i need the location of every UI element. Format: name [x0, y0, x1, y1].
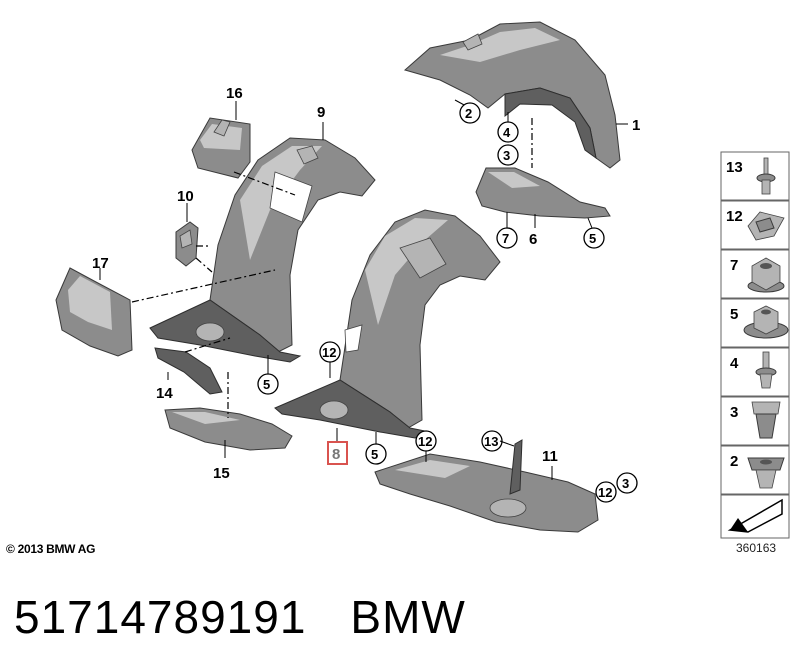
legend-label-3: 3 [730, 404, 738, 421]
callout-part-12-center[interactable] [319, 341, 341, 363]
part-1-wheel-arch-cover[interactable] [403, 21, 621, 169]
label-part-9: 9 [317, 104, 325, 121]
label-part-3-right: 3 [622, 476, 629, 491]
label-part-5-upper: 5 [589, 231, 596, 246]
part-caption: 51714789191 BMW [14, 590, 510, 644]
legend-label-4: 4 [730, 355, 739, 372]
part-8-wheel-housing-right[interactable] [274, 209, 501, 439]
label-part-16: 16 [226, 85, 243, 102]
callout-part-3-right[interactable] [616, 472, 638, 494]
callout-part-3[interactable] [497, 144, 519, 166]
callout-part-5-left[interactable] [257, 373, 279, 395]
label-part-14: 14 [156, 385, 173, 402]
selected-part-box[interactable] [327, 441, 348, 465]
arrow-pointer-icon [727, 498, 783, 533]
callout-part-12-lower[interactable] [415, 430, 437, 452]
callout-part-12-right[interactable] [595, 481, 617, 503]
part-14-strip[interactable] [154, 347, 223, 395]
callout-part-2[interactable] [459, 102, 481, 124]
label-part-15: 15 [213, 465, 230, 482]
label-part-12-right: 12 [598, 485, 612, 500]
callout-part-5-upper[interactable] [583, 227, 605, 249]
label-part-10: 10 [177, 188, 194, 205]
label-part-12-center: 12 [322, 345, 336, 360]
part-6-bracket[interactable] [475, 167, 611, 219]
legend-label-13: 13 [726, 159, 743, 176]
part-16-grille[interactable] [191, 117, 251, 179]
copyright-notice: © 2013 BMW AG [6, 542, 96, 556]
label-part-6: 6 [529, 231, 537, 248]
fastener-legend: 13 12 7 5 4 3 2 [720, 151, 790, 539]
label-part-5-center: 5 [371, 447, 378, 462]
expanding-rivet-icon [755, 351, 777, 389]
hex-nut-icon [747, 257, 785, 293]
label-part-11: 11 [542, 448, 558, 465]
part-10-clip-bracket[interactable] [175, 221, 199, 267]
clip-nut-icon [751, 401, 781, 439]
legend-label-7: 7 [730, 257, 738, 274]
callout-part-5-center[interactable] [365, 443, 387, 465]
label-part-17: 17 [92, 255, 109, 272]
callout-part-7[interactable] [496, 227, 518, 249]
label-part-4: 4 [503, 125, 511, 140]
plastic-nut-icon [747, 457, 785, 489]
rivet-icon [756, 157, 776, 195]
label-part-2: 2 [465, 106, 472, 121]
label-part-13: 13 [484, 434, 498, 449]
label-part-1: 1 [632, 117, 640, 134]
label-part-3: 3 [503, 148, 510, 163]
callout-part-4[interactable] [497, 121, 519, 143]
legend-label-5: 5 [730, 306, 738, 323]
brand-name: BMW [350, 591, 466, 643]
part-number: 51714789191 [14, 591, 307, 643]
part-9-wheel-housing-left[interactable] [149, 137, 376, 363]
label-part-5-left: 5 [263, 377, 270, 392]
legend-label-12: 12 [726, 208, 743, 225]
label-part-12-lower: 12 [418, 434, 432, 449]
label-part-7: 7 [502, 231, 509, 246]
callout-part-13[interactable] [481, 430, 503, 452]
part-11-underbody-panel[interactable] [374, 439, 599, 533]
part-15-lower-trim[interactable] [164, 407, 293, 451]
drawing-number: 360163 [736, 541, 777, 555]
legend-label-2: 2 [730, 453, 738, 470]
part-17-cover-panel[interactable] [55, 267, 133, 357]
collar-nut-icon [743, 305, 789, 339]
label-part-8: 8 [332, 446, 340, 463]
spring-nut-icon [747, 211, 785, 241]
